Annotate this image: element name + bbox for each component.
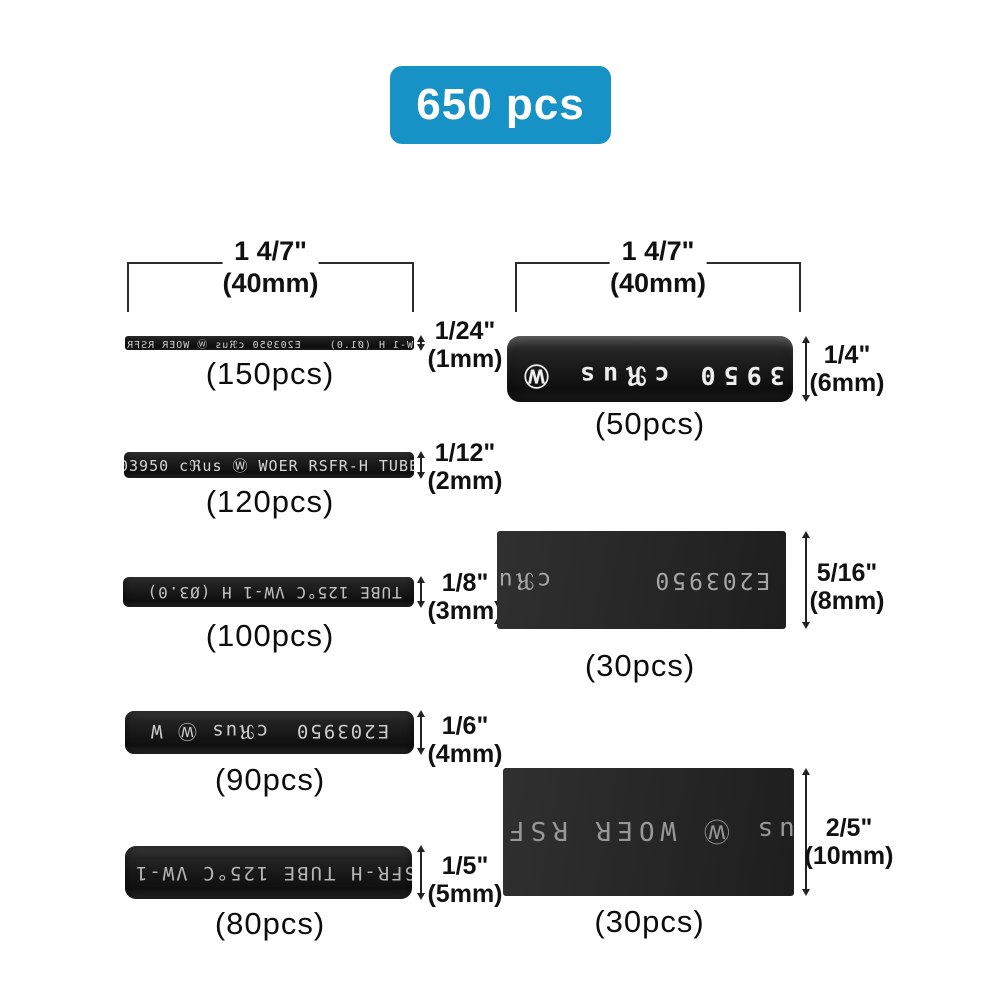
right-length-mm: (40mm) (609, 268, 707, 298)
tube-4mm: E203950 cℜus Ⓦ W (125, 711, 414, 754)
tube-5mm: RSFR-H TUBE 125°C VW-1 H (125, 846, 412, 899)
size-inches-6mm: 1/4" (823, 341, 871, 369)
tube-1mm: 5°C VW-1 H (Ø1.0) E203950 cℜus Ⓦ WOER RS… (125, 336, 414, 350)
count-5mm: (80pcs) (214, 906, 326, 941)
tube-2mm: E203950 cℜus Ⓦ WOER RSFR-H TUBE 1 (124, 452, 414, 478)
tube-10mm: us Ⓦ WOER RSF (503, 768, 794, 896)
tube-5mm-print: RSFR-H TUBE 125°C VW-1 H (134, 861, 412, 884)
size-mm-4mm: (4mm) (427, 740, 503, 768)
left-length-inches: 1 4/7" (222, 236, 319, 266)
size-inches-2mm: 1/12" (434, 439, 496, 467)
height-arrow-4mm (415, 710, 427, 755)
size-mm-1mm: (1mm) (427, 345, 503, 373)
count-6mm: (50pcs) (594, 406, 706, 441)
tube-8mm: E203950 cℜus (497, 531, 786, 629)
height-arrow-5mm (415, 845, 427, 900)
count-2mm: (120pcs) (205, 484, 335, 519)
height-arrow-3mm (415, 576, 427, 608)
tube-3mm: -H TUBE 125°C VW-1 H (Ø3.0) E (123, 577, 414, 607)
height-arrow-2mm (415, 451, 427, 479)
size-mm-5mm: (5mm) (427, 880, 503, 908)
tube-2mm-print: E203950 cℜus Ⓦ WOER RSFR-H TUBE 1 (124, 456, 414, 475)
size-inches-1mm: 1/24" (434, 317, 496, 345)
height-arrow-10mm (800, 768, 812, 896)
right-length-inches: 1 4/7" (609, 236, 707, 266)
size-inches-3mm: 1/8" (441, 569, 489, 597)
left-length-bracket: 1 4/7" (40mm) (127, 236, 414, 312)
count-1mm: (150pcs) (205, 356, 335, 391)
size-inches-8mm: 5/16" (816, 559, 878, 587)
count-4mm: (90pcs) (214, 762, 326, 797)
size-inches-10mm: 2/5" (825, 814, 873, 842)
tube-3mm-print: -H TUBE 125°C VW-1 H (Ø3.0) E (146, 582, 414, 602)
tube-10mm-print: us Ⓦ WOER RSF (503, 814, 794, 845)
size-mm-2mm: (2mm) (427, 467, 503, 495)
height-arrow-1mm (415, 335, 427, 351)
tube-4mm-print: E203950 cℜus Ⓦ W (149, 720, 390, 742)
size-inches-4mm: 1/6" (441, 712, 489, 740)
tube-8mm-print: E203950 cℜus (497, 567, 771, 593)
count-10mm: (30pcs) (594, 904, 705, 939)
size-mm-8mm: (8mm) (809, 587, 885, 615)
height-arrow-6mm (800, 336, 812, 402)
tube-1mm-print: 5°C VW-1 H (Ø1.0) E203950 cℜus Ⓦ WOER RS… (125, 339, 414, 351)
size-inches-5mm: 1/5" (441, 852, 489, 880)
left-length-mm: (40mm) (222, 268, 319, 298)
total-count-badge: 650 pcs (390, 66, 611, 144)
size-mm-10mm: (10mm) (804, 842, 894, 870)
tube-6mm-print: 3950 cℜus Ⓦ (515, 361, 785, 390)
right-length-bracket: 1 4/7" (40mm) (515, 236, 801, 312)
height-arrow-8mm (800, 531, 812, 629)
count-3mm: (100pcs) (205, 618, 335, 653)
size-mm-6mm: (6mm) (809, 369, 885, 397)
count-8mm: (30pcs) (584, 648, 696, 683)
tube-6mm: 3950 cℜus Ⓦ (507, 336, 793, 402)
size-mm-3mm: (3mm) (427, 597, 503, 625)
total-count-label: 650 pcs (416, 80, 585, 129)
